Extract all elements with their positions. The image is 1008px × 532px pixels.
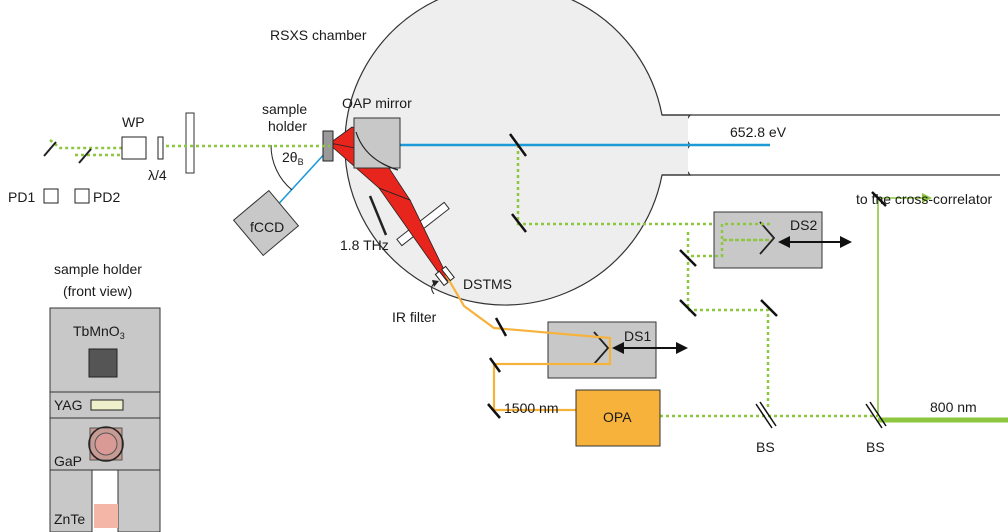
opa-box	[575, 389, 661, 447]
two-theta-label: 2θB	[282, 149, 304, 167]
znte-crystal	[94, 504, 118, 528]
sample-holder-inset: sample holder (front view) TbMnO3 YAG Ga…	[49, 261, 161, 532]
bs1-label: BS	[756, 439, 775, 455]
inset-title-1: sample holder	[54, 261, 142, 277]
gap-aperture-inner	[94, 432, 118, 456]
fccd-label: fCCD	[250, 219, 284, 235]
pd1-label: PD1	[8, 189, 35, 205]
ir-filter-arrowhead	[432, 280, 439, 287]
cross-correlator-label: to the cross-correlator	[856, 191, 992, 207]
green-arrowhead	[922, 193, 932, 203]
pd-mirror-1	[43, 141, 57, 157]
fccd-detector	[232, 189, 300, 257]
znte-label: ZnTe	[54, 511, 85, 527]
wp-label: WP	[122, 114, 145, 130]
holder-frame	[49, 307, 161, 532]
ds2-arrowhead-left	[778, 236, 790, 248]
steering-mirrors	[487, 133, 887, 419]
quarter-wave-label: λ/4	[148, 167, 167, 183]
wp-prism	[121, 136, 147, 160]
ds1-arrowhead-left	[612, 342, 624, 354]
tbmno3-label: TbMnO3	[73, 323, 125, 341]
chamber-label: RSXS chamber	[270, 27, 367, 43]
pd-mirror-2	[78, 148, 92, 164]
dstms-crystal	[434, 265, 455, 287]
bs2-label: BS	[866, 439, 885, 455]
oap-mirror-surface	[355, 131, 399, 171]
beam-splitter-1	[755, 401, 777, 429]
ds2-label: DS2	[790, 217, 817, 233]
chamber-window	[185, 112, 195, 174]
beam-splitter-2	[865, 401, 887, 429]
ds1-stage	[547, 321, 657, 379]
opa-label: OPA	[603, 409, 632, 425]
ds2-arrowhead-right	[840, 236, 852, 248]
sample-holder-label-2: holder	[268, 118, 307, 134]
dstms-label: DSTMS	[463, 276, 512, 292]
quarter-wave-plate	[157, 136, 164, 160]
yag-crystal	[90, 399, 124, 411]
oap-mirror-label: OAP mirror	[342, 95, 412, 111]
thz-mirror	[368, 195, 388, 236]
inset-title-2: (front view)	[63, 283, 132, 299]
sample-holder-label-1: sample	[262, 101, 307, 117]
ds2-green-path	[688, 222, 770, 258]
pd2-label: PD2	[93, 189, 120, 205]
ir-filter-label: IR filter	[392, 309, 437, 325]
gap-aperture	[88, 426, 124, 462]
ds2-retroreflector	[759, 221, 776, 255]
tbmno3-crystal	[88, 348, 118, 378]
pd2-box	[74, 188, 90, 204]
nm800-label: 800 nm	[930, 399, 977, 415]
ds1-arrowhead-right	[676, 342, 688, 354]
xray-energy-label: 652.8 eV	[730, 124, 787, 140]
ds1-label: DS1	[624, 328, 651, 344]
pd1-box	[43, 188, 59, 204]
gap-label: GaP	[54, 453, 82, 469]
yag-label: YAG	[54, 397, 83, 413]
two-theta-arc	[270, 144, 293, 191]
pump-beam	[445, 274, 612, 412]
thz-label: 1.8 THz	[340, 237, 389, 253]
nm1500-label: 1500 nm	[504, 400, 558, 416]
